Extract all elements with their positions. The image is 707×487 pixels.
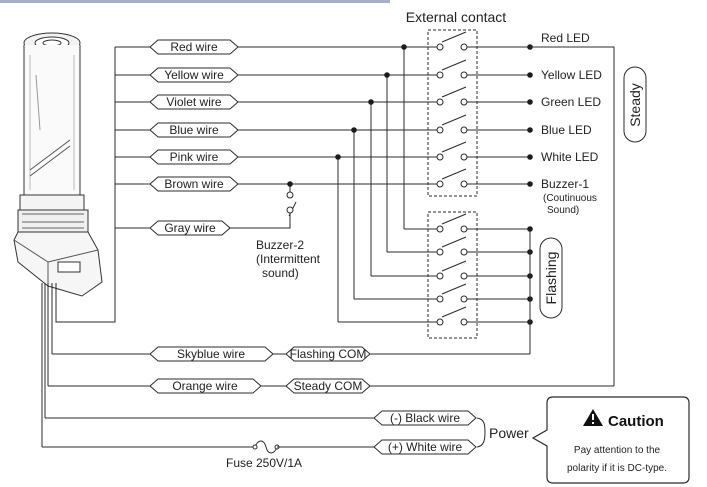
red-led-label: Red LED <box>541 31 590 45</box>
caution-title: Caution <box>608 413 664 430</box>
blue-wire-label: Blue wire <box>169 123 219 137</box>
header-accent-bar <box>0 0 390 3</box>
buzzer-2-label: Buzzer-2 <box>256 238 304 252</box>
buzzer-1-label: Buzzer-1 <box>541 177 589 191</box>
green-led-label: Green LED <box>541 95 601 109</box>
buzzer-1-note-1: (Coutinuous <box>543 193 597 204</box>
steady-contact-box <box>427 29 478 197</box>
black-wire-label: (-) Black wire <box>390 411 460 425</box>
caution-line-2: polarity if it is DC-type. <box>567 463 667 474</box>
white-led-label: White LED <box>541 150 599 164</box>
wire-tags: Red wire Yellow wire Violet wire Blue wi… <box>115 39 239 236</box>
power-label: Power <box>489 425 529 441</box>
caution-line-1: Pay attention to the <box>574 445 661 456</box>
steady-com-label: Steady COM <box>294 379 363 393</box>
flashing-com-label: Flashing COM <box>290 347 367 361</box>
buzzer-2-switch <box>275 181 297 229</box>
external-contact-title: External contact <box>406 9 506 25</box>
flashing-contact-box <box>427 211 478 339</box>
buzzer-2-note-1: (Intermittent <box>256 252 321 266</box>
blue-led-label: Blue LED <box>541 123 592 137</box>
yellow-wire-label: Yellow wire <box>164 68 224 82</box>
signal-wires <box>230 44 437 323</box>
buzzer-1-note-2: Sound) <box>547 205 579 216</box>
violet-wire-label: Violet wire <box>166 95 221 109</box>
flashing-mode-label: Flashing <box>543 252 559 305</box>
flashing-contact-switches <box>436 213 468 326</box>
flashing-badge <box>539 237 563 319</box>
red-wire-label: Red wire <box>170 40 218 54</box>
caution-callout <box>531 396 690 484</box>
power-wires <box>42 410 486 455</box>
yellow-led-label: Yellow LED <box>541 68 602 82</box>
brown-wire-label: Brown wire <box>164 177 224 191</box>
steady-mode-label: Steady <box>627 83 643 127</box>
gray-wire-label: Gray wire <box>164 221 216 235</box>
pink-wire-label: Pink wire <box>170 150 219 164</box>
orange-wire-label: Orange wire <box>172 379 238 393</box>
white-wire-label: (+) White wire <box>388 440 463 454</box>
com-wires <box>48 346 614 394</box>
steady-badge <box>623 66 647 143</box>
steady-contact-switches <box>436 31 468 188</box>
buzzer-2-note-2: sound) <box>262 266 299 280</box>
fuse-label: Fuse 250V/1A <box>226 456 302 470</box>
warning-triangle-icon <box>583 409 603 426</box>
output-lines <box>467 44 615 386</box>
skyblue-wire-label: Skyblue wire <box>177 347 245 361</box>
signal-tower-illustration <box>13 32 103 297</box>
